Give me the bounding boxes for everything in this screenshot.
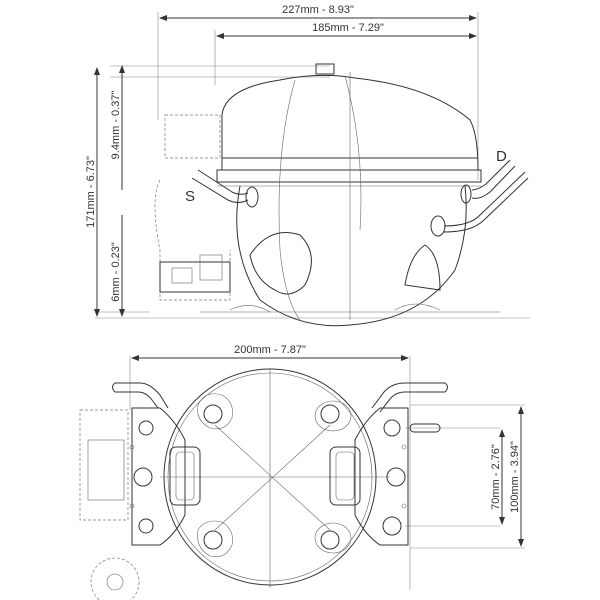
dim-top-offset-text: 9.4mm - 0.37": [110, 91, 122, 160]
mount-hole: [138, 518, 154, 534]
dim-base-plate-width-text: 100mm - 3.94": [509, 441, 521, 513]
dim-top-offset: 9.4mm - 0.37": [110, 65, 125, 190]
electrical-box: [154, 114, 231, 301]
top-tubes: [112, 382, 448, 433]
rubber-mount-right: [329, 446, 361, 506]
dim-overall-length: 227mm - 8.93": [159, 4, 477, 21]
mount-hole: [386, 467, 406, 487]
suction-label: S: [185, 188, 195, 205]
electrical-box-top: [79, 409, 140, 600]
dim-overall-length-text: 227mm - 8.93": [282, 4, 354, 16]
side-view: 227mm - 8.93" 185mm - 7.29" 171mm - 6.73…: [85, 4, 530, 327]
dim-base-plate-width: 100mm - 3.94": [509, 406, 524, 547]
spring-seats: [197, 393, 352, 558]
rubber-mount-left: [169, 446, 201, 506]
dim-base-offset: 6mm - 0.23": [110, 215, 125, 317]
dim-shell-length-text: 185mm - 7.29": [312, 22, 384, 34]
mount-hole: [133, 467, 153, 487]
dim-shell-width-text: 200mm - 7.87": [234, 344, 306, 356]
base-plate-right: [354, 407, 409, 546]
compressor-shell: [200, 63, 500, 327]
dim-shell-width: 200mm - 7.87": [131, 344, 409, 361]
suction-tube: [191, 169, 259, 208]
dim-base-offset-text: 6mm - 0.23": [110, 242, 122, 302]
dim-hole-spacing: 70mm - 2.76": [490, 429, 505, 525]
discharge-tube: [430, 159, 529, 237]
mount-hole: [383, 419, 401, 437]
mount-hole: [382, 516, 402, 536]
discharge-label: D: [496, 148, 507, 165]
dim-shell-length: 185mm - 7.29": [216, 22, 477, 39]
top-view: 200mm - 7.87" 70mm - 2.76" 100mm - 3.94": [79, 344, 525, 600]
dim-hole-spacing-text: 70mm - 2.76": [490, 444, 502, 510]
mount-hole: [138, 420, 154, 436]
dim-overall-height: 171mm - 6.73": [85, 67, 100, 317]
dim-overall-height-text: 171mm - 6.73": [85, 156, 97, 228]
base-plate-left: [131, 407, 186, 546]
